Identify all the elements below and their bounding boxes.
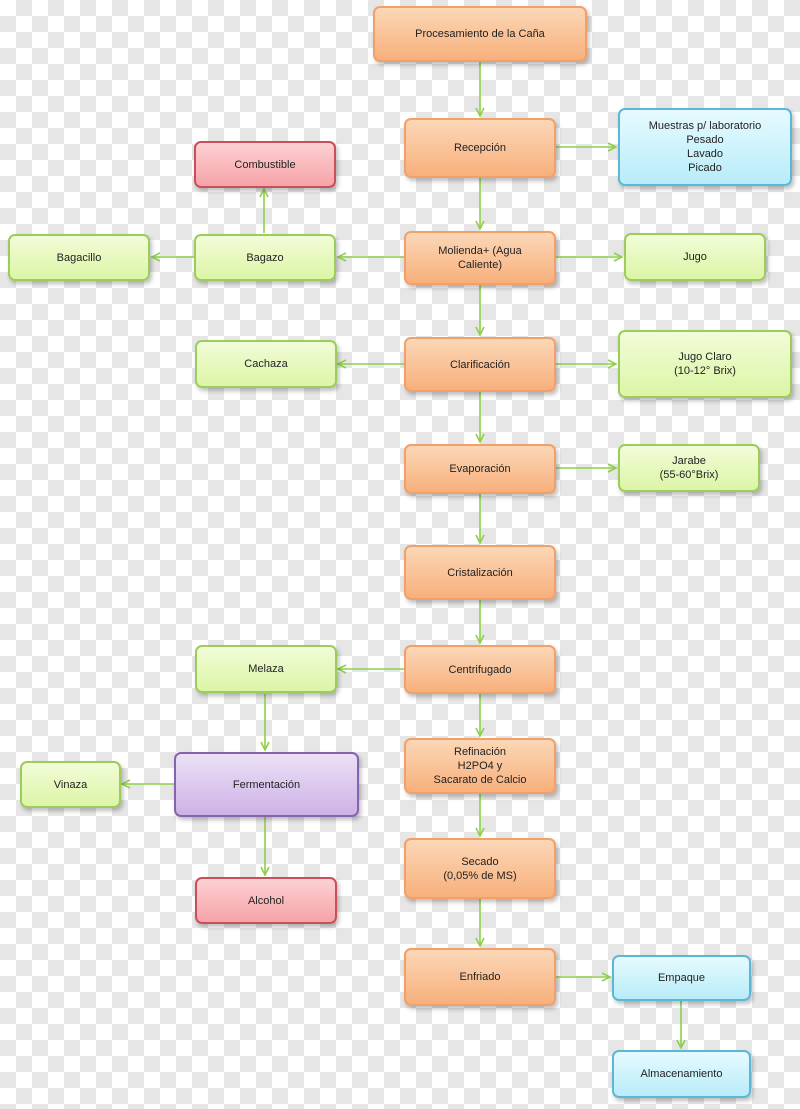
node-procesamiento-de-la-cana[interactable]: Procesamiento de la Caña	[373, 6, 587, 62]
node-vinaza[interactable]: Vinaza	[20, 761, 121, 808]
node-muestras-laboratorio[interactable]: Muestras p/ laboratorio Pesado Lavado Pi…	[618, 108, 792, 186]
node-centrifugado[interactable]: Centrifugado	[404, 645, 556, 694]
node-jugo[interactable]: Jugo	[624, 233, 766, 281]
node-fermentacion[interactable]: Fermentación	[174, 752, 359, 817]
node-cristalizacion[interactable]: Cristalización	[404, 545, 556, 600]
node-refinacion[interactable]: Refinación H2PO4 y Sacarato de Calcio	[404, 738, 556, 794]
node-clarificacion[interactable]: Clarificación	[404, 337, 556, 392]
node-evaporacion[interactable]: Evaporación	[404, 444, 556, 494]
node-empaque[interactable]: Empaque	[612, 955, 751, 1001]
node-alcohol[interactable]: Alcohol	[195, 877, 337, 924]
node-almacenamiento[interactable]: Almacenamiento	[612, 1050, 751, 1098]
node-cachaza[interactable]: Cachaza	[195, 340, 337, 388]
node-combustible[interactable]: Combustible	[194, 141, 336, 188]
node-bagazo[interactable]: Bagazo	[194, 234, 336, 281]
node-molienda[interactable]: Molienda+ (Agua Caliente)	[404, 231, 556, 285]
node-jarabe[interactable]: Jarabe (55-60°Brix)	[618, 444, 760, 492]
node-bagacillo[interactable]: Bagacillo	[8, 234, 150, 281]
node-recepcion[interactable]: Recepción	[404, 118, 556, 178]
node-enfriado[interactable]: Enfriado	[404, 948, 556, 1006]
node-secado[interactable]: Secado (0,05% de MS)	[404, 838, 556, 899]
node-melaza[interactable]: Melaza	[195, 645, 337, 693]
node-jugo-claro[interactable]: Jugo Claro (10-12° Brix)	[618, 330, 792, 398]
